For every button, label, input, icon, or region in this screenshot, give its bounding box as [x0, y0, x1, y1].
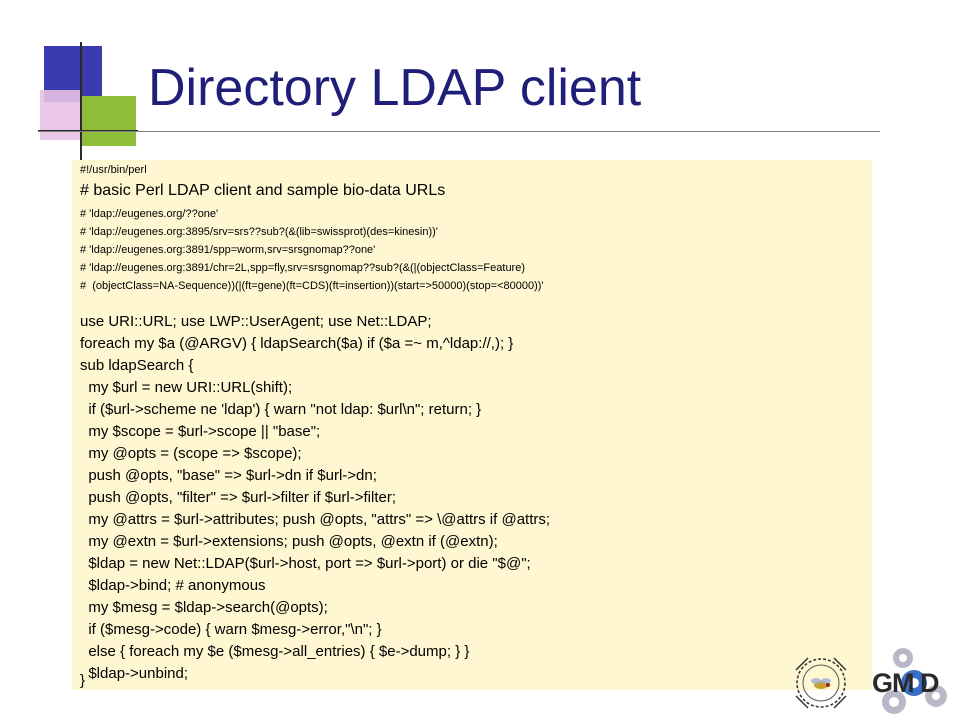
slide-title: Directory LDAP client	[148, 59, 642, 117]
code-line: use URI::URL; use LWP::UserAgent; use Ne…	[80, 313, 432, 330]
code-line: foreach my $a (@ARGV) { ldapSearch($a) i…	[80, 335, 514, 352]
code-line: if ($mesg->code) { warn $mesg->error,"\n…	[80, 621, 382, 638]
code-line: $ldap->bind; # anonymous	[80, 577, 266, 594]
decor-line-vertical	[80, 42, 82, 162]
code-line: my $url = new URI::URL(shift);	[80, 379, 293, 396]
code-panel: #!/usr/bin/perl # basic Perl LDAP client…	[72, 160, 872, 690]
code-line: else { foreach my $e ($mesg->all_entries…	[80, 643, 470, 660]
gmod-logo	[882, 648, 947, 714]
decor-square-pink	[40, 90, 80, 140]
code-line: # 'ldap://eugenes.org/??one'	[80, 208, 219, 220]
code-line: if ($url->scheme ne 'ldap') { warn "not …	[80, 401, 482, 418]
fly-genome-logo	[795, 657, 847, 709]
code-line: push @opts, "base" => $url->dn if $url->…	[80, 467, 377, 484]
code-line: $ldap->unbind;	[80, 665, 189, 682]
code-line: $ldap = new Net::LDAP($url->host, port =…	[80, 555, 531, 572]
code-line: push @opts, "filter" => $url->filter if …	[80, 489, 396, 506]
code-line: sub ldapSearch {	[80, 357, 194, 374]
code-line: # (objectClass=NA-Sequence))(|(ft=gene)(…	[80, 280, 544, 292]
code-line: my @opts = (scope => $scope);	[80, 445, 302, 462]
code-line: my $scope = $url->scope || "base";	[80, 423, 321, 440]
code-line: }	[80, 672, 86, 689]
code-line: # 'ldap://eugenes.org:3891/chr=2L,spp=fl…	[80, 262, 526, 274]
code-line: my $mesg = $ldap->search(@opts);	[80, 599, 328, 616]
decor-square-green	[80, 96, 136, 146]
code-line: # basic Perl LDAP client and sample bio-…	[80, 182, 446, 199]
gmod-logo-text: GM D	[872, 668, 939, 698]
code-line: my @attrs = $url->attributes; push @opts…	[80, 511, 551, 528]
code-line: # 'ldap://eugenes.org:3895/srv=srs??sub?…	[80, 226, 438, 238]
code-line: #!/usr/bin/perl	[80, 164, 147, 176]
code-line: my @extn = $url->extensions; push @opts,…	[80, 533, 498, 550]
title-underline	[38, 131, 880, 132]
code-line: # 'ldap://eugenes.org:3891/spp=worm,srv=…	[80, 244, 376, 256]
